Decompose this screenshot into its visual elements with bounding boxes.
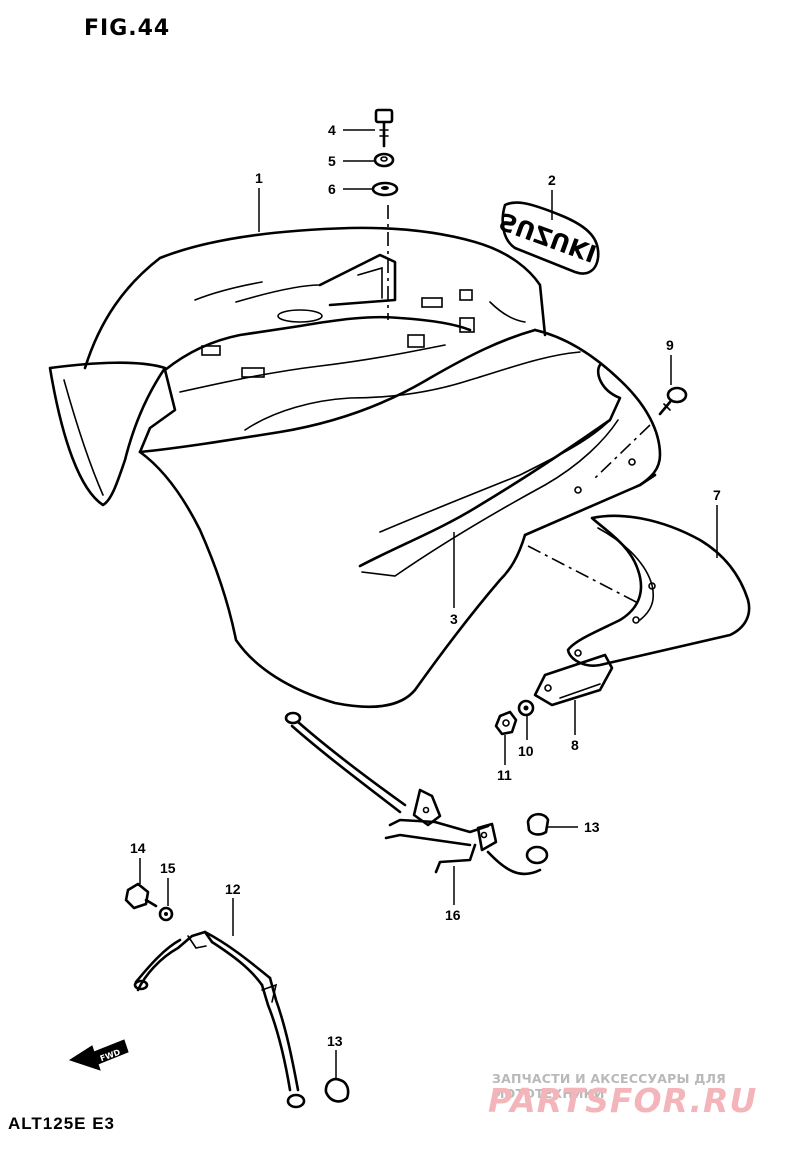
- part-number-13-upper: 13: [584, 819, 600, 835]
- washer-15: [158, 906, 174, 922]
- part-number-7: 7: [713, 487, 721, 503]
- part-number-5: 5: [328, 153, 336, 169]
- leader-lines: [139, 129, 718, 1078]
- fender-brace: [284, 711, 549, 876]
- washer-10: [517, 699, 535, 717]
- nut-11: [494, 710, 518, 736]
- part-number-12: 12: [225, 881, 241, 897]
- part-number-1: 1: [255, 170, 263, 186]
- screw-9: [658, 386, 688, 416]
- suzuki-emblem: SUZUKI: [496, 201, 600, 275]
- mud-flap-bracket: [533, 653, 614, 707]
- part-number-3: 3: [450, 611, 458, 627]
- grommet-13-lower: [324, 1077, 350, 1103]
- part-numbers: 1 2 3 4 5 6 7 8 9 10 11 12 13 13 14 15 1…: [130, 122, 721, 1049]
- figure-title: FIG.44: [84, 16, 171, 41]
- watermark-tagline: ЗАПЧАСТИ И АКСЕССУАРЫ ДЛЯ МОТОТЕХНИКИ: [492, 1071, 726, 1101]
- washer-6: [371, 181, 399, 197]
- bracket-12: [133, 930, 306, 1109]
- part-number-11: 11: [497, 767, 512, 783]
- part-number-4: 4: [328, 122, 336, 138]
- bolt-4: [374, 108, 394, 148]
- part-number-2: 2: [548, 172, 556, 188]
- center-lines: [387, 205, 651, 605]
- part-number-14: 14: [130, 840, 146, 856]
- part-number-8: 8: [571, 737, 579, 753]
- part-number-16: 16: [445, 907, 461, 923]
- rear-fender: [48, 226, 662, 708]
- model-code: ALT125E E3: [8, 1114, 116, 1133]
- bolt-14: [124, 882, 158, 910]
- part-number-13-lower: 13: [327, 1033, 343, 1049]
- fwd-arrow: FWD: [68, 1039, 129, 1071]
- part-number-15: 15: [160, 860, 176, 876]
- mud-flap: [566, 514, 751, 667]
- part-number-6: 6: [328, 181, 336, 197]
- grommet-13-upper: [526, 812, 550, 836]
- watermark-brand: PARTSFOR.RU: [488, 1081, 758, 1120]
- part-number-10: 10: [518, 743, 534, 759]
- nut-5: [373, 152, 395, 168]
- part-number-9: 9: [666, 337, 674, 353]
